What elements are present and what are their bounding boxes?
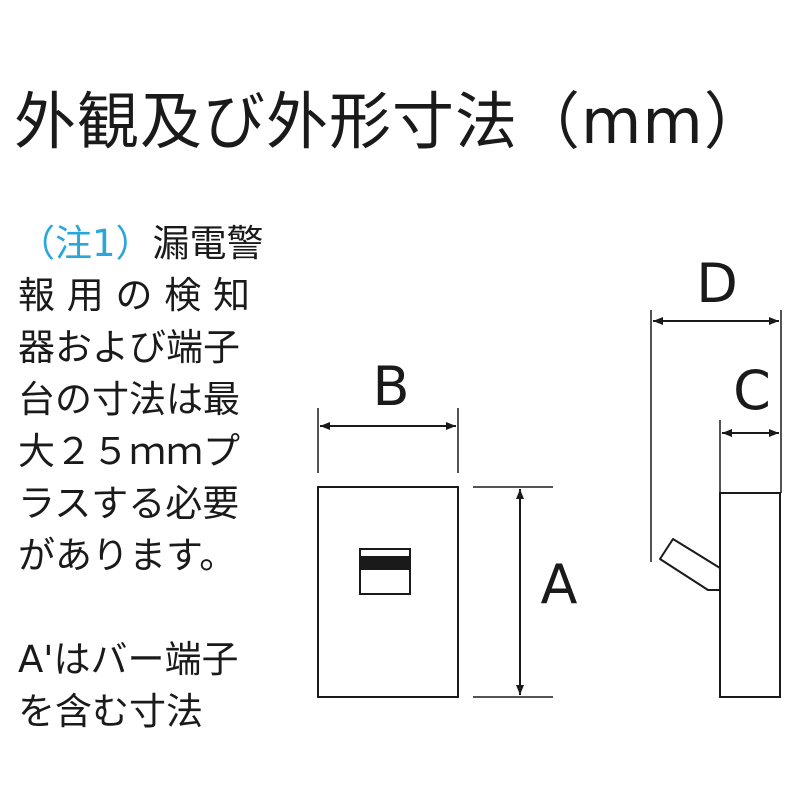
page-title: 外観及び外形寸法（mm） (14, 85, 767, 158)
note-line: ラスする必要 (18, 482, 240, 525)
note-line: 器および端子 (18, 326, 240, 369)
side-view-lever (659, 537, 721, 591)
note-line-text: 漏電警 (152, 222, 264, 265)
note2-line: A'はバー端子 (18, 638, 239, 681)
switch-window (359, 548, 411, 595)
c-label: C (733, 359, 771, 422)
b-label: B (372, 355, 409, 418)
note-line: 台の寸法は最 (18, 378, 240, 421)
note-line: （注1）漏電警 (18, 218, 278, 270)
note-text: （注1）漏電警 報 用 の 検 知 器および端子 台の寸法は最 大２５ｍｍプ ラ… (18, 218, 278, 738)
a-label: A (541, 553, 578, 616)
note-line: 大２５ｍｍプ (18, 430, 240, 473)
note2-line: を含む寸法 (18, 690, 203, 733)
side-view-body (719, 492, 781, 698)
front-view-body (317, 486, 459, 698)
note-line: 報 用 の 検 知 (18, 274, 251, 317)
d-label: D (696, 252, 738, 315)
note-tag: （注1） (18, 222, 153, 265)
switch-lever (360, 556, 410, 570)
note-line: があります。 (18, 534, 237, 577)
